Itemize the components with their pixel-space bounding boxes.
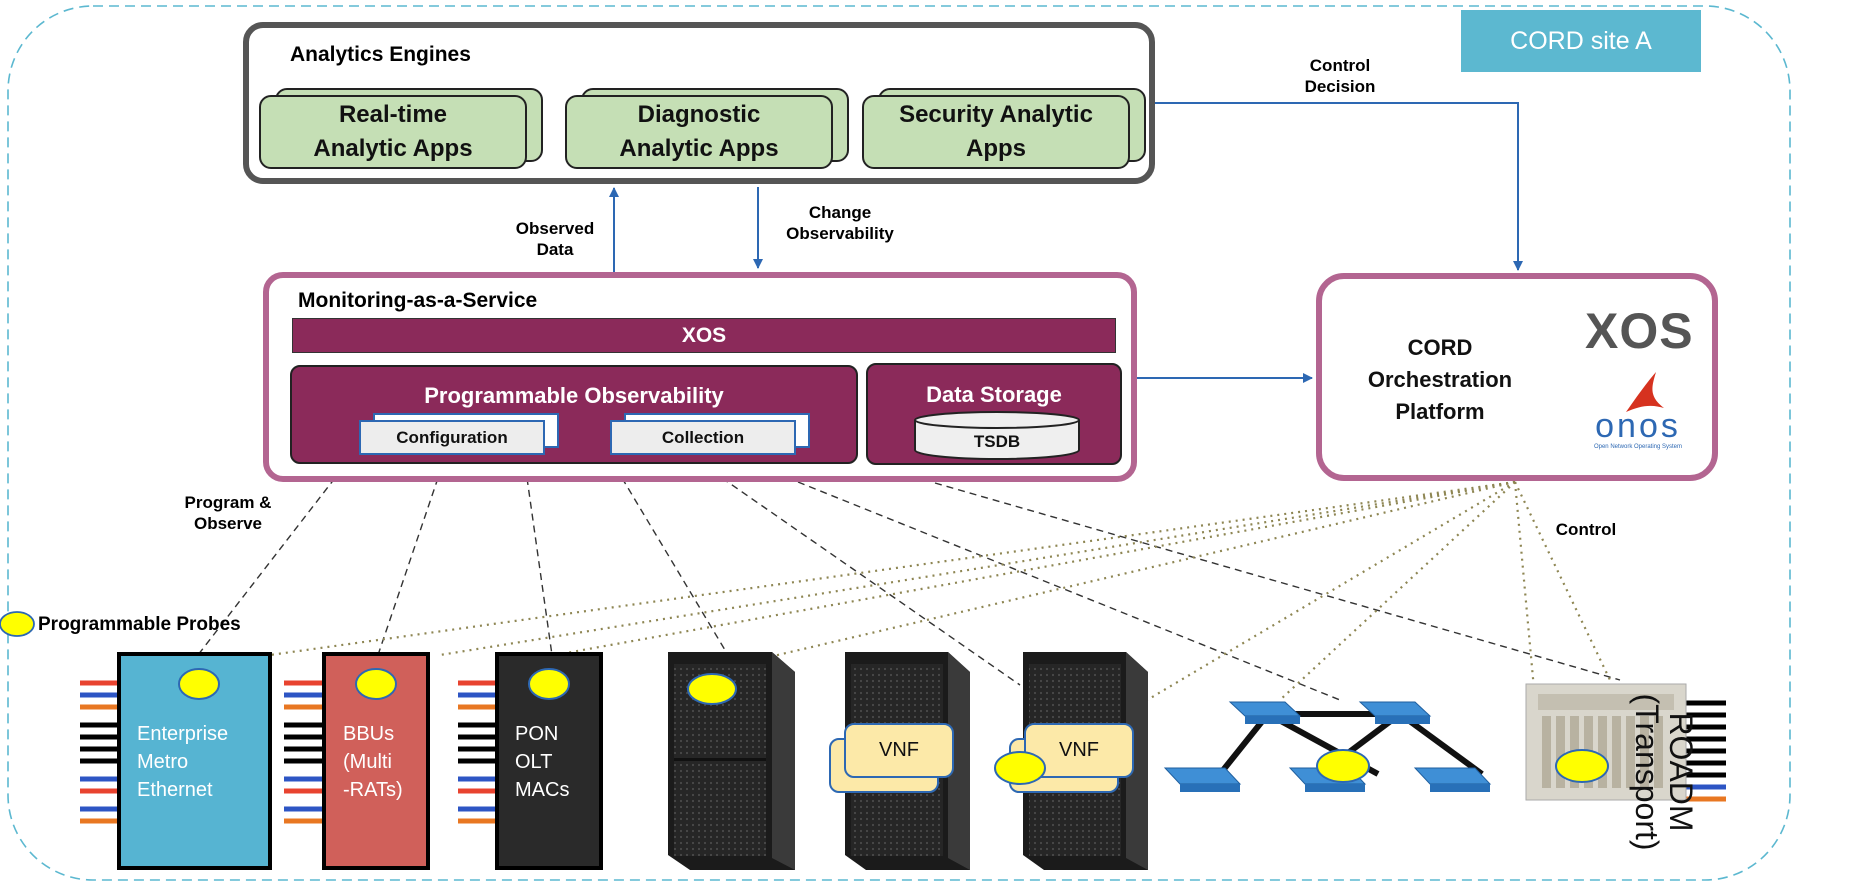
xos-bar-label: XOS <box>681 323 727 347</box>
control-decision-arrow <box>1155 102 1523 271</box>
cord-line: CORD <box>1407 335 1473 360</box>
data-storage-title: Data Storage <box>926 382 1062 407</box>
control-label: Control <box>1555 520 1617 539</box>
probe-icon <box>178 668 220 700</box>
probe-icon <box>994 751 1046 785</box>
probe-icon <box>687 673 737 705</box>
bbus-ports <box>284 680 322 824</box>
device-label-line: Ethernet <box>137 779 213 801</box>
bbus-label: BBUs (Multi -RATs) <box>343 720 433 804</box>
device-label-line: OLT <box>515 751 553 773</box>
bbus-device <box>322 652 430 870</box>
maas-xos-bar: XOS <box>292 318 1116 353</box>
onos-bird-icon <box>1626 372 1664 412</box>
app-line: Diagnostic <box>637 101 761 128</box>
device-label-line: -RATs) <box>343 779 403 801</box>
roadm-line: ROADM <box>1663 712 1699 832</box>
vnf1-box: VNF <box>844 723 954 778</box>
probe-icon <box>1316 749 1370 783</box>
device-label-line: Metro <box>137 751 189 773</box>
edge-label-line: Control <box>1309 56 1371 75</box>
device-label-line: PON <box>515 723 559 745</box>
enterprise-label: Enterprise Metro Ethernet <box>137 720 267 804</box>
probe-legend-icon <box>0 611 35 637</box>
edge-label-line: Observability <box>786 224 894 243</box>
cord-line: Platform <box>1395 399 1485 424</box>
onos-tagline: Open Network Operating System <box>1593 444 1683 450</box>
edge-label-line: Change <box>808 203 872 222</box>
cord-platform-title: CORD Orchestration Platform <box>1340 332 1540 428</box>
edge-label-line: Program & <box>184 493 272 512</box>
pon-device <box>495 652 603 870</box>
device-label-line: (Multi <box>343 751 392 773</box>
xos-logo: XOS <box>1585 303 1694 359</box>
edge-label-line: Data <box>536 240 574 259</box>
vnf2-label: VNF <box>1059 739 1099 761</box>
switch-topology-icon <box>1163 701 1492 792</box>
configuration-label: Configuration <box>396 427 508 447</box>
roadm-label: ROADM (Transport) <box>1629 652 1699 892</box>
tsdb-label: TSDB <box>973 432 1021 451</box>
pon-ports <box>458 680 496 824</box>
edge-label-line: Observe <box>193 514 263 533</box>
app-line: Real-time <box>338 101 448 128</box>
collection-label: Collection <box>661 427 745 447</box>
site-label: CORD site A <box>1461 10 1701 72</box>
onos-logo: onos <box>1595 407 1681 445</box>
cord-platform-box <box>1316 273 1718 481</box>
enterprise-ports <box>80 680 118 824</box>
device-label-line: Enterprise <box>137 723 229 745</box>
probe-icon <box>1555 749 1609 783</box>
cord-line: Orchestration <box>1367 367 1513 392</box>
probe-icon <box>355 668 397 700</box>
device-label-line: MACs <box>515 779 570 801</box>
edge-label-line: Observed <box>515 219 595 238</box>
tsdb-cylinder-icon <box>914 411 1080 460</box>
app-line: Analytic Apps <box>619 135 779 162</box>
probes-label: Programmable Probes <box>38 614 241 635</box>
edge-label-line: Decision <box>1304 77 1376 96</box>
app-line: Analytic Apps <box>313 135 473 162</box>
configuration-box: Configuration <box>359 420 545 455</box>
probe-icon <box>528 668 570 700</box>
programmable-observability-title: Programmable Observability <box>424 383 724 408</box>
vnf1-label: VNF <box>879 739 919 761</box>
maas-title: Monitoring-as-a-Service <box>298 289 538 312</box>
program-observe-lines <box>197 477 1621 701</box>
roadm-line: (Transport) <box>1629 693 1665 851</box>
roadm-ports <box>1684 700 1726 802</box>
control-lines <box>269 480 1611 726</box>
collection-box: Collection <box>610 420 796 455</box>
site-label-text: CORD site A <box>1510 26 1652 55</box>
app-line: Security Analytic <box>899 101 1093 128</box>
site-boundary <box>7 5 1791 881</box>
program-observe-label: Program & Observe <box>168 492 288 534</box>
analytics-engines-title: Analytics Engines <box>290 43 471 66</box>
app-line: Apps <box>965 135 1026 162</box>
device-label-line: BBUs <box>343 723 395 745</box>
pon-label: PON OLT MACs <box>515 720 595 804</box>
